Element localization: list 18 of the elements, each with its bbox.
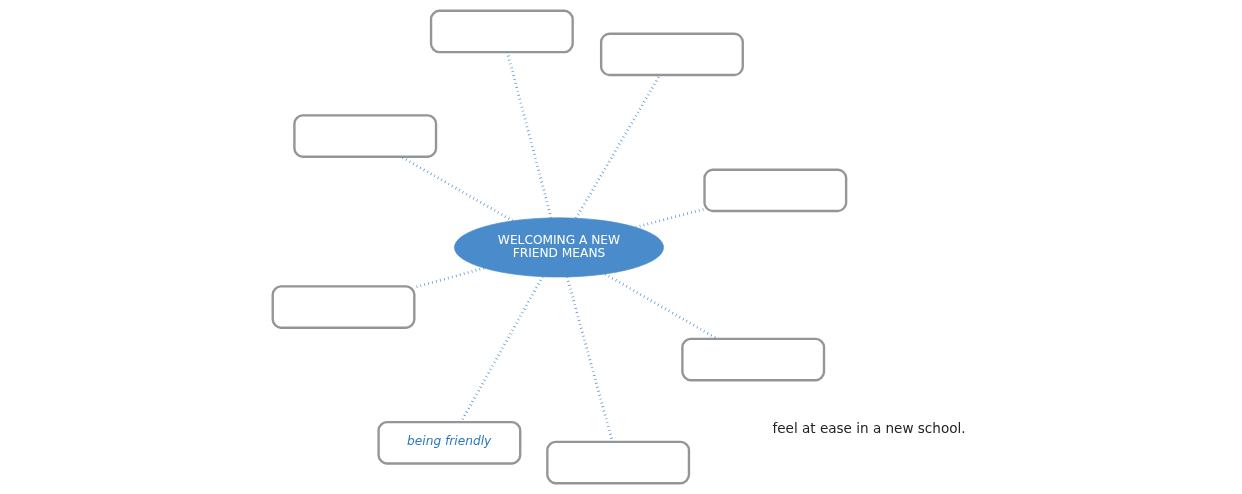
label: feel at ease in a new school. [772,420,966,437]
connector [459,276,544,423]
node-box [599,32,744,77]
connector [574,74,661,219]
node-ellipse: WELCOMING A NEW FRIEND MEANS [454,217,664,278]
connector [635,207,705,229]
node-box [271,285,416,329]
connector [400,155,514,222]
connector [506,51,553,218]
node-box: being friendly [377,420,522,465]
node-box [429,9,574,54]
node-box [546,440,691,485]
node-box [703,168,848,213]
node-box [681,337,826,382]
connector [604,272,718,341]
connector [414,266,485,289]
connector [565,276,614,443]
node-box [293,114,438,158]
